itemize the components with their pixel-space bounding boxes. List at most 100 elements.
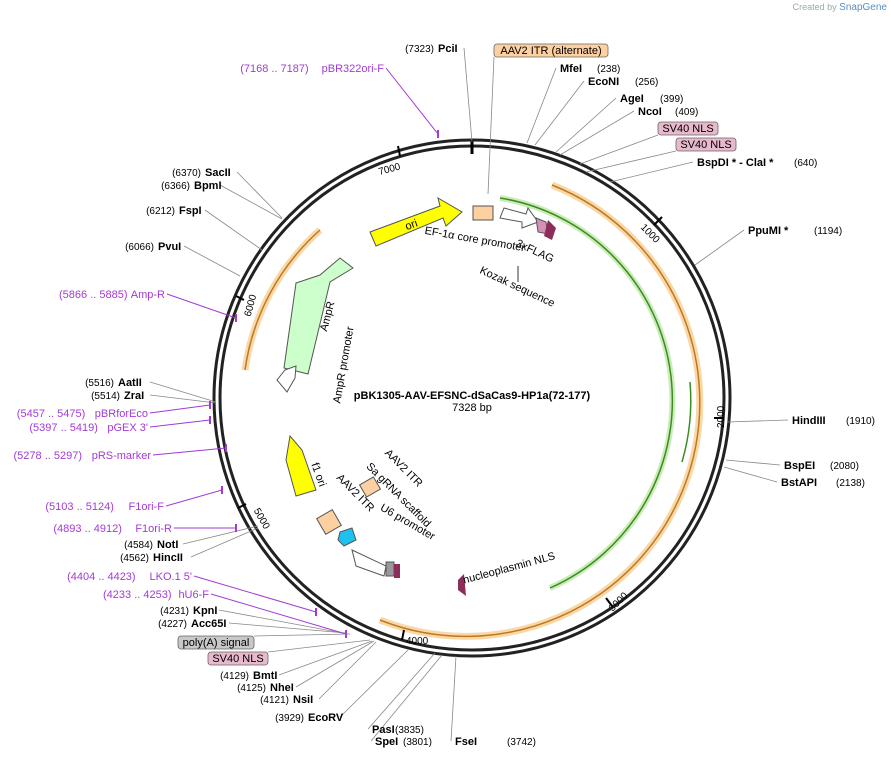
primer-site[interactable]: Amp-R(5866 .. 5885) xyxy=(59,289,165,301)
primer-site[interactable]: pBRforEco(5457 .. 5475) xyxy=(17,408,148,420)
ampr-promoter-arrow xyxy=(276,365,297,393)
enzyme-site[interactable]: BspEI(2080) xyxy=(784,460,859,472)
primer-site[interactable]: pRS-marker(5278 .. 5297) xyxy=(14,450,152,462)
u6-promoter-arrow xyxy=(351,549,387,577)
enzyme-position: (640) xyxy=(794,158,817,169)
enzyme-leader xyxy=(236,171,283,219)
primer-site[interactable]: F1ori-R (4893 .. 4912) xyxy=(53,523,172,535)
feature-box xyxy=(675,137,737,152)
enzyme-name: AatII xyxy=(118,377,142,389)
enzyme-position: (4584) xyxy=(124,540,153,551)
primer-site[interactable]: F1ori-F (5103 .. 5124) xyxy=(45,501,164,513)
enzyme-site[interactable]: SpeI(3801) xyxy=(375,736,432,748)
enzyme-site[interactable]: (5516) AatII xyxy=(85,377,142,389)
enzyme-position: (5516) xyxy=(85,378,114,389)
enzyme-name: NheI xyxy=(270,682,294,694)
primer-range: (7168 .. 7187) xyxy=(240,63,309,75)
feature-box-text: AAV2 ITR (alternate) xyxy=(500,45,601,57)
plasmid-name: pBK1305-AAV-EFSNC-dSaCas9-HP1a(72-177) xyxy=(354,390,591,402)
enzyme-site[interactable]: (7323)PciI xyxy=(405,43,457,55)
enzyme-position: (238) xyxy=(597,64,620,75)
enzyme-leader xyxy=(228,622,347,634)
ori-arrow xyxy=(369,196,463,247)
enzyme-site[interactable]: (4129)BmtI xyxy=(220,670,277,682)
enzyme-leader xyxy=(295,640,375,688)
ampr-arrow xyxy=(283,257,354,375)
enzyme-site[interactable]: (4562)HincII xyxy=(120,552,183,564)
feature-box xyxy=(493,43,609,58)
feature-box xyxy=(177,635,255,650)
enzyme-site[interactable]: BstAPI (2138) xyxy=(781,477,865,489)
plasmid-size: 7328 bp xyxy=(452,402,492,414)
enzyme-position: (2080) xyxy=(830,461,859,472)
primer-range: (4893 .. 4912) xyxy=(53,523,122,535)
enzyme-site[interactable]: (4584) NotI xyxy=(124,539,178,551)
feature-box-text: SV40 NLS xyxy=(662,123,713,135)
enzyme-site[interactable]: EcoNI(256) xyxy=(588,76,658,88)
primer-leader xyxy=(149,404,211,414)
enzyme-position: (2138) xyxy=(836,478,865,489)
enzyme-name: BpmI xyxy=(194,180,222,192)
ori-label: ori xyxy=(404,218,420,233)
primer-name: pRS-marker xyxy=(92,450,152,462)
feature-box-label[interactable]: poly(A) signal xyxy=(177,633,351,650)
primer-site[interactable]: hU6-F(4233 .. 4253) xyxy=(103,589,209,601)
primer-range: (5457 .. 5475) xyxy=(17,408,86,420)
enzyme-site[interactable]: (4121)NsiI xyxy=(260,694,313,706)
enzyme-site[interactable]: (6212)FspI xyxy=(146,205,202,217)
enzyme-site[interactable]: (6370)SacII xyxy=(172,167,231,179)
feature-box-label[interactable]: SV40 NLS xyxy=(207,639,371,666)
enzyme-leader xyxy=(339,649,409,718)
feature-box-label[interactable]: SV40 NLS xyxy=(585,137,737,173)
enzyme-position: (4227) xyxy=(158,619,187,630)
enzyme-site[interactable]: BspDI * - ClaI *(640) xyxy=(697,157,817,169)
enzyme-site[interactable]: (4231)KpnI xyxy=(160,605,217,617)
enzyme-position: (409) xyxy=(675,107,698,118)
primer-site[interactable]: LKO.1 5'(4404 .. 4423) xyxy=(67,571,192,583)
enzyme-site[interactable]: (6366) BpmI xyxy=(161,180,221,192)
enzyme-site[interactable]: (3929)EcoRV xyxy=(275,712,344,724)
enzyme-leader xyxy=(463,47,473,143)
enzyme-site[interactable]: (4125)NheI xyxy=(237,682,294,694)
enzyme-leader xyxy=(204,209,263,251)
enzyme-position: (3801) xyxy=(403,737,432,748)
enzyme-leader xyxy=(534,80,585,146)
enzyme-position: (6366) xyxy=(161,181,190,192)
enzyme-name: AgeI xyxy=(620,93,644,105)
feature-box-label[interactable]: AAV2 ITR (alternate) xyxy=(487,43,609,195)
primer-range: (5103 .. 5124) xyxy=(45,501,114,513)
enzyme-name: BstAPI xyxy=(781,477,817,489)
enzyme-position: (399) xyxy=(660,94,683,105)
enzyme-leader xyxy=(723,466,778,483)
primer-site[interactable]: pBR322ori-F(7168 .. 7187) xyxy=(240,63,384,75)
enzyme-site[interactable]: NcoI(409) xyxy=(638,106,698,118)
enzyme-leader xyxy=(526,67,557,144)
enzyme-site[interactable]: (4227)Acc65I xyxy=(158,618,226,630)
feature-box-label[interactable]: SV40 NLS xyxy=(579,121,719,165)
primer-range: (5397 .. 5419) xyxy=(29,422,98,434)
primer-range: (4404 .. 4423) xyxy=(67,571,136,583)
enzyme-site[interactable]: PpuMI *(1194) xyxy=(748,225,842,237)
enzyme-site[interactable]: AgeI (399) xyxy=(620,93,683,105)
sv40-nls-marker-bottom xyxy=(394,564,400,578)
leader-lines xyxy=(149,47,789,742)
enzyme-site[interactable]: PasI(3835) xyxy=(372,724,424,736)
tick-label-1000: 1000 xyxy=(638,222,662,246)
enzyme-name: PasI xyxy=(372,724,395,736)
enzyme-site[interactable]: (6066)PvuI xyxy=(125,241,181,253)
enzyme-site[interactable]: MfeI(238) xyxy=(560,63,620,75)
enzyme-site[interactable]: FseI(3742) xyxy=(455,736,536,748)
primer-name: F1ori-F xyxy=(129,501,165,513)
enzyme-leader xyxy=(190,527,259,558)
primer-name: F1ori-R xyxy=(135,523,172,535)
enzyme-site[interactable]: (5514)ZraI xyxy=(91,390,144,402)
enzyme-site[interactable]: HindIII(1910) xyxy=(792,415,875,427)
nucleoplasmin-marker xyxy=(458,574,466,596)
enzyme-leader xyxy=(149,381,217,403)
enzyme-name: NotI xyxy=(157,539,178,551)
primer-site[interactable]: pGEX 3'(5397 .. 5419) xyxy=(29,422,148,434)
primer-name: hU6-F xyxy=(178,589,209,601)
ampr-promoter-label: AmpR promoter xyxy=(331,325,356,404)
enzyme-leader xyxy=(367,652,436,730)
